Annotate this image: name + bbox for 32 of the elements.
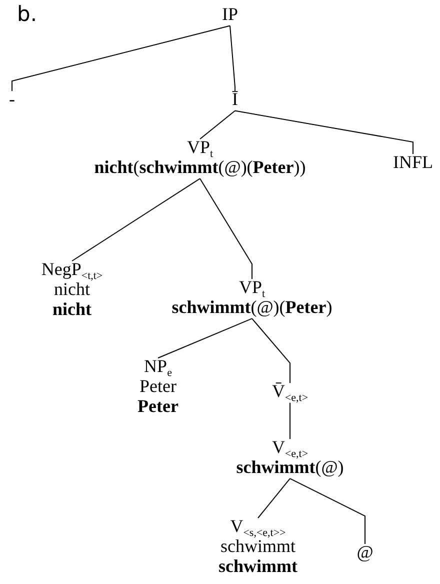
- category-label: V̄$_{<e,t>}$: [272, 382, 308, 402]
- tree-branch: [234, 110, 414, 154]
- category-label: INFL: [393, 153, 433, 173]
- category-label: V$_{<e,t>}$: [270, 438, 310, 458]
- semantic-formula: schwimmt: [218, 556, 298, 576]
- tree-branch: [158, 318, 252, 358]
- word-text: schwimmt: [220, 536, 296, 557]
- category-label: Ī: [232, 90, 238, 110]
- tree-branch: [258, 478, 290, 518]
- word-text: Peter: [138, 376, 178, 397]
- category-label: V$_{<s,<e,t>>}$: [229, 517, 287, 537]
- category-label: VP$_{t}$: [186, 138, 214, 158]
- tree-branch: [200, 178, 252, 280]
- word-text: nicht: [54, 280, 90, 300]
- example-label: b.: [17, 2, 38, 26]
- semantic-formula: nicht: [51, 300, 92, 320]
- tree-branch: [252, 318, 290, 384]
- category-label: -: [9, 90, 15, 110]
- semantic-formula: schwimmt(@): [236, 458, 344, 478]
- category-label: VP$_{t}$: [238, 278, 266, 298]
- category-label: @: [356, 543, 374, 563]
- tree-branch: [290, 478, 366, 544]
- semantic-formula: schwimmt(@)(Peter): [172, 298, 332, 318]
- semantic-formula: Peter: [138, 396, 178, 416]
- category-label: NegP$_{<t,t>}$: [41, 260, 103, 280]
- category-label: IP: [222, 5, 238, 25]
- category-label: NP$_{e}$: [143, 357, 173, 377]
- tree-branch: [12, 25, 230, 92]
- tree-branch: [200, 110, 236, 140]
- tree-branch: [72, 178, 200, 262]
- tree-branch: [230, 25, 236, 92]
- semantic-formula: nicht(schwimmt(@)(Peter)): [94, 158, 306, 178]
